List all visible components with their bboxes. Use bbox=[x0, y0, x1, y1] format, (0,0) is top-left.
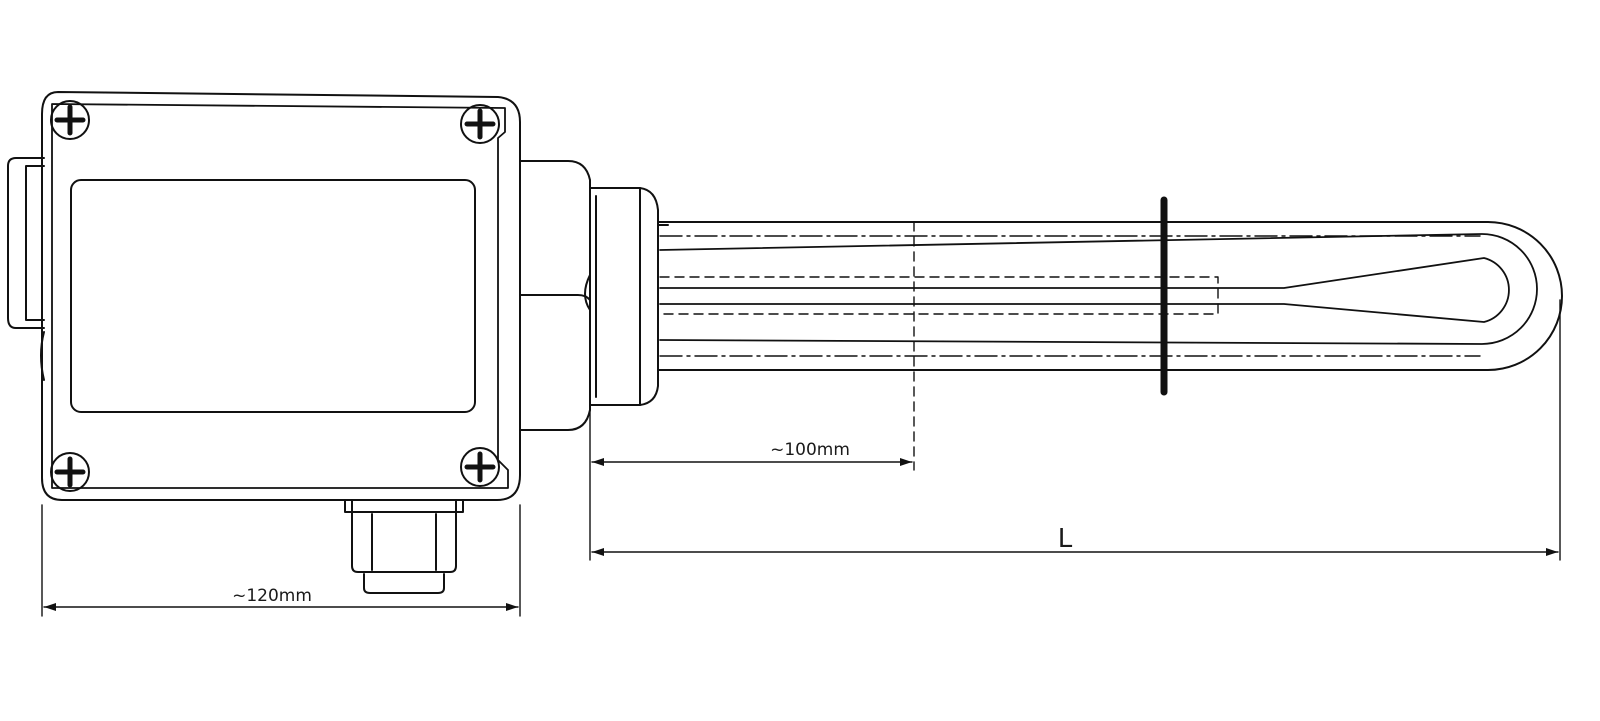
extension-lines bbox=[41, 299, 1561, 617]
housing-screw-top-left bbox=[50, 100, 90, 140]
element-center-lines bbox=[659, 235, 1481, 357]
length-dimension-label: L bbox=[1058, 524, 1073, 554]
depth-dimension-label: ~100mm bbox=[770, 440, 850, 460]
terminal-housing bbox=[41, 91, 521, 501]
bottom-cable-gland bbox=[344, 499, 464, 594]
housing-screw-top-right bbox=[460, 104, 500, 144]
housing-screw-bottom-right bbox=[460, 447, 500, 487]
threaded-head bbox=[589, 187, 669, 406]
side-cable-gland bbox=[7, 157, 45, 381]
heating-element-bundle bbox=[657, 221, 1563, 371]
housing-screw-bottom-left bbox=[50, 452, 90, 492]
housing-label-panel bbox=[70, 179, 476, 413]
housing-neck bbox=[519, 160, 591, 431]
thermostat-sensor-tube bbox=[659, 276, 1219, 315]
width-dimension-label: ~120mm bbox=[232, 586, 312, 606]
